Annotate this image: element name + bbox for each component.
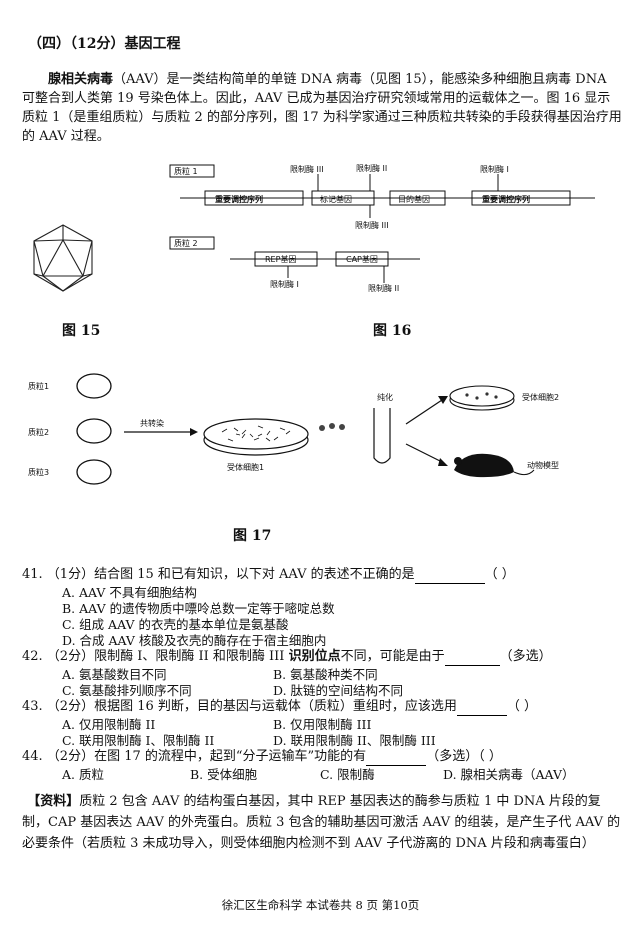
question-42: 42. （2分）限制酶 I、限制酶 II 和限制酶 III 识别位点不同，可能是…: [22, 648, 552, 666]
q43-option-c[interactable]: C. 联用限制酶 I、限制酶 II: [62, 733, 215, 748]
q42-suffix: （多选）: [499, 649, 552, 664]
q41-option-c[interactable]: C. 组成 AAV 的衣壳的基本单位是氨基酸: [62, 617, 289, 632]
fig16-reg-seq-2: 重要调控序列: [482, 194, 530, 204]
fig17-cotransfect-label: 共转染: [140, 418, 164, 428]
fig16-reg-seq-1: 重要调控序列: [215, 194, 263, 204]
q41-stem: 41. （1分）结合图 15 和已有知识，以下对 AAV 的表述不正确的是: [22, 567, 415, 582]
fig16-rep-gene: REP基因: [265, 254, 296, 264]
fig16-enzyme2-top: 限制酶 II: [356, 163, 387, 173]
fig17-receptor2-label: 受体细胞2: [522, 392, 559, 402]
fig16-diagram: 质粒 1 重要调控序列 标记基因 目的基因 重要调控序列 限制酶 III 限制酶…: [169, 163, 595, 293]
fig16-enzyme3-bottom: 限制酶 III: [355, 220, 389, 230]
q44-option-c[interactable]: C. 限制酶: [320, 767, 375, 782]
fig17-plasmid2-label: 质粒2: [28, 427, 49, 437]
fig17-caption: 图 17: [233, 528, 272, 544]
fig16-enzyme3-top: 限制酶 III: [290, 164, 324, 174]
q44-option-b[interactable]: B. 受体细胞: [190, 767, 258, 782]
q41-option-d[interactable]: D. 合成 AAV 核酸及衣壳的酶存在于宿主细胞内: [62, 633, 327, 648]
q43-option-d[interactable]: D. 联用限制酶 II、限制酶 III: [273, 733, 436, 748]
fig17-plasmid3-label: 质粒3: [28, 467, 49, 477]
fig15-caption: 图 15: [62, 323, 101, 339]
intro-term: 腺相关病毒: [48, 72, 114, 87]
fig17-petri-dish-1: [203, 418, 309, 456]
fig17-diagram: 质粒1 质粒2 质粒3 共转染 受体细胞1 纯化 受体细胞2 动物模型: [28, 373, 559, 485]
q42-option-c[interactable]: C. 氨基酸排列顺序不同: [62, 683, 192, 698]
q41-option-a[interactable]: A. AAV 不具有细胞结构: [62, 585, 197, 600]
q42-stem-a: 42. （2分）限制酶 I、限制酶 II 和限制酶 III: [22, 649, 289, 664]
fig17-virus-particles: [319, 423, 345, 431]
q43-blank[interactable]: [456, 703, 507, 716]
question-41: 41. （1分）结合图 15 和已有知识，以下对 AAV 的表述不正确的是 （ ）: [22, 566, 515, 584]
fig17-petri-dish-2: [449, 385, 515, 411]
page-footer: 徐汇区生命科学 本试卷共 8 页 第10页: [221, 898, 420, 912]
q44-suffix: （多选）（ ）: [426, 749, 502, 764]
q42-stem-bold: 识别位点: [288, 649, 341, 664]
intro-paragraph: 腺相关病毒（AAV）是一类结构简单的单链 DNA 病毒（见图 15），能感染多种…: [22, 70, 622, 146]
fig16-enzyme2-bottom: 限制酶 II: [368, 283, 399, 293]
q43-suffix: （ ）: [506, 699, 538, 714]
q42-option-d[interactable]: D. 肽链的空间结构不同: [273, 683, 404, 698]
q41-option-b[interactable]: B. AAV 的遗传物质中嘌呤总数一定等于嘧啶总数: [62, 601, 335, 616]
material-label: 【资料】: [27, 794, 80, 809]
fig16-plasmid2-label: 质粒 2: [174, 238, 198, 248]
q42-stem-b: 不同，可能是由于: [340, 649, 445, 664]
q43-option-a[interactable]: A. 仅用限制酶 II: [62, 717, 156, 732]
fig17-mouse: [454, 453, 535, 478]
q44-option-d[interactable]: D. 腺相关病毒（AAV）: [443, 767, 575, 782]
material-paragraph: 【资料】质粒 2 包含 AAV 的结构蛋白基因，其中 REP 基因表达的酶参与质…: [22, 791, 622, 854]
fig17-test-tube: [373, 408, 391, 464]
q42-blank[interactable]: [444, 653, 500, 666]
q43-stem: 43. （2分）根据图 16 判断，目的基因与运载体（质粒）重组时，应该选用: [22, 699, 457, 714]
fig16-target-gene: 目的基因: [398, 194, 430, 204]
fig16-cap-gene: CAP基因: [346, 254, 378, 264]
fig17-purify-label: 纯化: [377, 392, 393, 402]
question-44: 44. （2分）在图 17 的流程中，起到“分子运输车”功能的有 （多选）（ ）: [22, 748, 502, 766]
fig17-plasmid1-label: 质粒1: [28, 381, 49, 391]
q43-option-b[interactable]: B. 仅用限制酶 III: [273, 717, 372, 732]
q41-blank[interactable]: [414, 571, 485, 584]
fig16-caption: 图 16: [373, 323, 412, 339]
q41-suffix: （ ）: [484, 567, 515, 582]
question-43: 43. （2分）根据图 16 判断，目的基因与运载体（质粒）重组时，应该选用 （ …: [22, 698, 537, 716]
q44-option-a[interactable]: A. 质粒: [62, 767, 104, 782]
section-title: （四）（12分）基因工程: [28, 36, 181, 52]
fig16-enzyme1-top: 限制酶 I: [480, 164, 509, 174]
fig17-receptor1-label: 受体细胞1: [227, 462, 264, 472]
q44-blank[interactable]: [366, 753, 427, 766]
intro-text: （AAV）是一类结构简单的单链 DNA 病毒（见图 15），能感染多种细胞且病毒…: [22, 72, 622, 144]
q42-option-b[interactable]: B. 氨基酸种类不同: [273, 667, 378, 682]
q44-stem: 44. （2分）在图 17 的流程中，起到“分子运输车”功能的有: [22, 749, 367, 764]
fig16-enzyme1-bottom: 限制酶 I: [270, 279, 299, 289]
fig16-marker-gene: 标记基因: [320, 194, 352, 204]
fig17-animal-model-label: 动物模型: [527, 460, 559, 470]
q42-option-a[interactable]: A. 氨基酸数目不同: [62, 667, 167, 682]
material-text: 质粒 2 包含 AAV 的结构蛋白基因，其中 REP 基因表达的酶参与质粒 1 …: [22, 794, 621, 851]
fig16-plasmid1-label: 质粒 1: [174, 166, 198, 176]
fig15-icosahedron: [33, 224, 93, 292]
